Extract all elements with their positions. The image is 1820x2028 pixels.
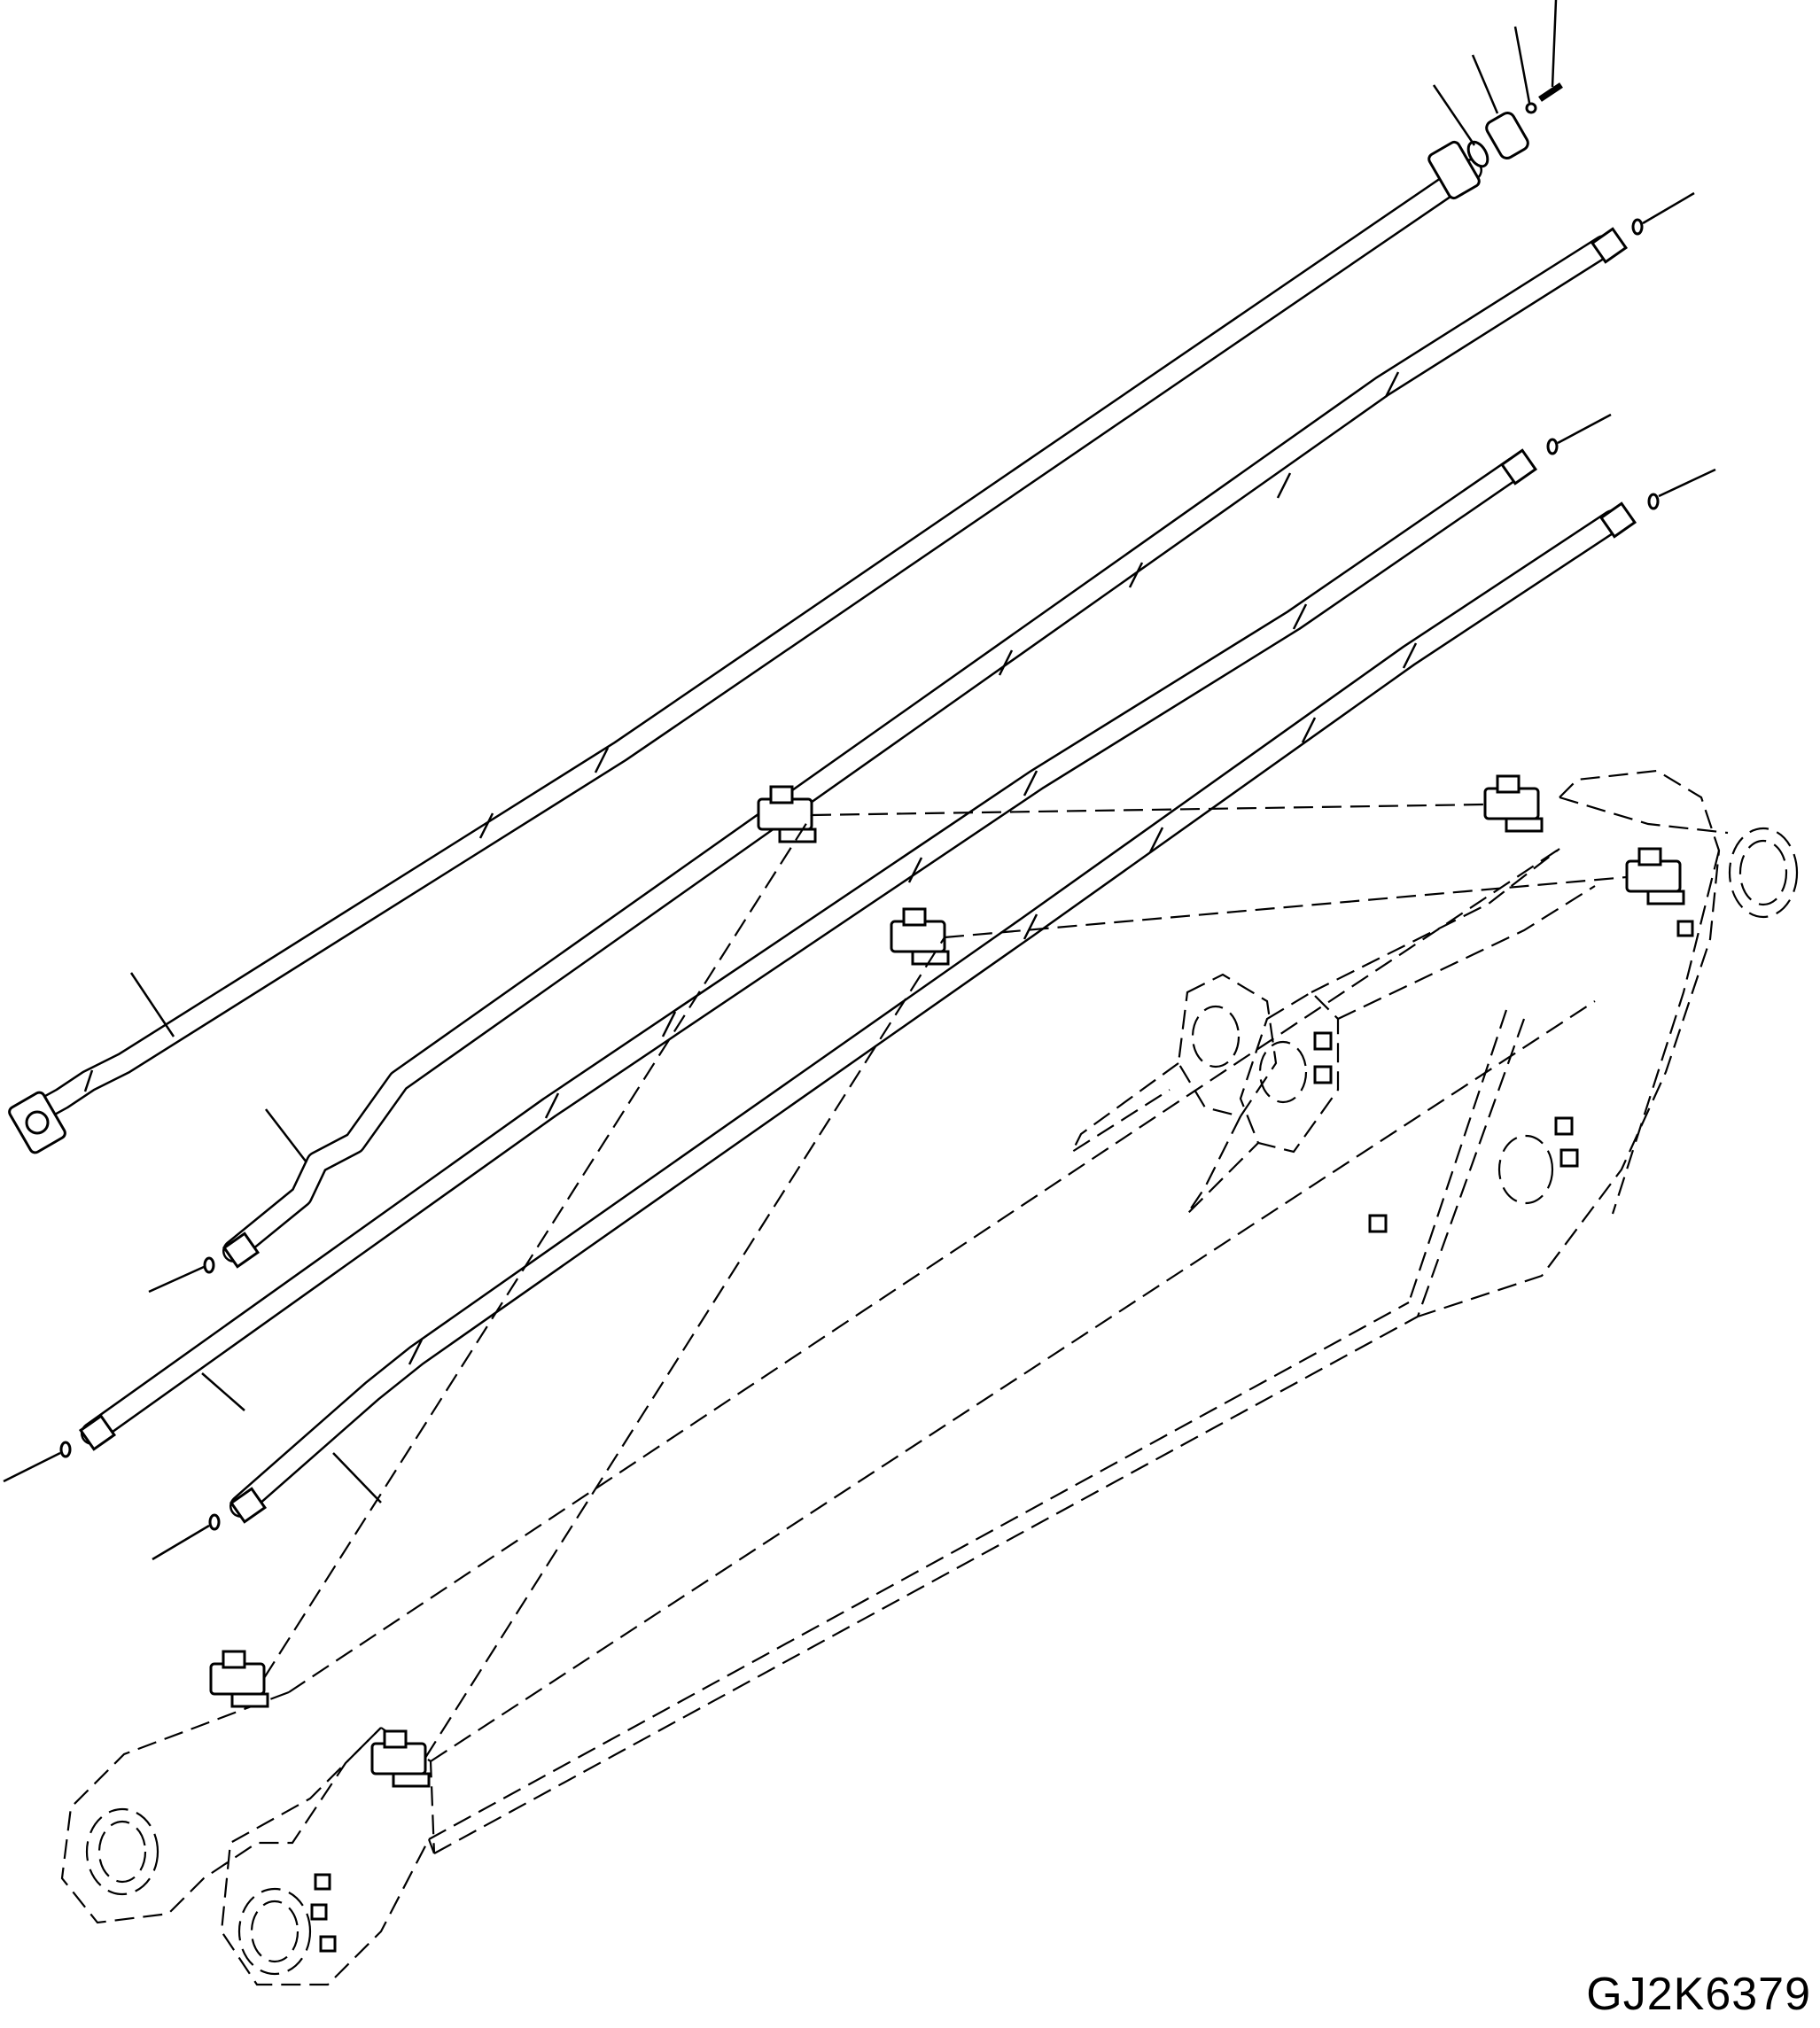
boom-outline	[60, 769, 1799, 1986]
split-flange	[1485, 112, 1529, 159]
washer	[1525, 102, 1537, 114]
hydraulic-pipe-2	[148, 191, 1695, 1294]
pipe-clamp-3	[757, 785, 817, 843]
leader-lines-flange	[129, 0, 1558, 1037]
flange-end-lower	[8, 1091, 66, 1154]
drawing-code: GJ2K6379	[1586, 1969, 1811, 2020]
hydraulic-pipe-1	[15, 159, 1482, 1130]
flange-end-upper	[1427, 140, 1481, 200]
mounting-bosses	[310, 920, 1694, 1953]
bolt	[1538, 82, 1563, 102]
pipe-clamp-2	[1625, 847, 1685, 905]
pipe-clamp-1	[1483, 774, 1544, 833]
pipe-clamp-6	[370, 1729, 431, 1788]
hydraulic-pipe-4	[152, 468, 1716, 1561]
pipe-clamp-5	[209, 1650, 269, 1708]
pipe-clamp-4	[890, 907, 950, 966]
hydraulic-pipe-3	[3, 413, 1612, 1483]
assembly-lines	[263, 803, 1628, 1759]
